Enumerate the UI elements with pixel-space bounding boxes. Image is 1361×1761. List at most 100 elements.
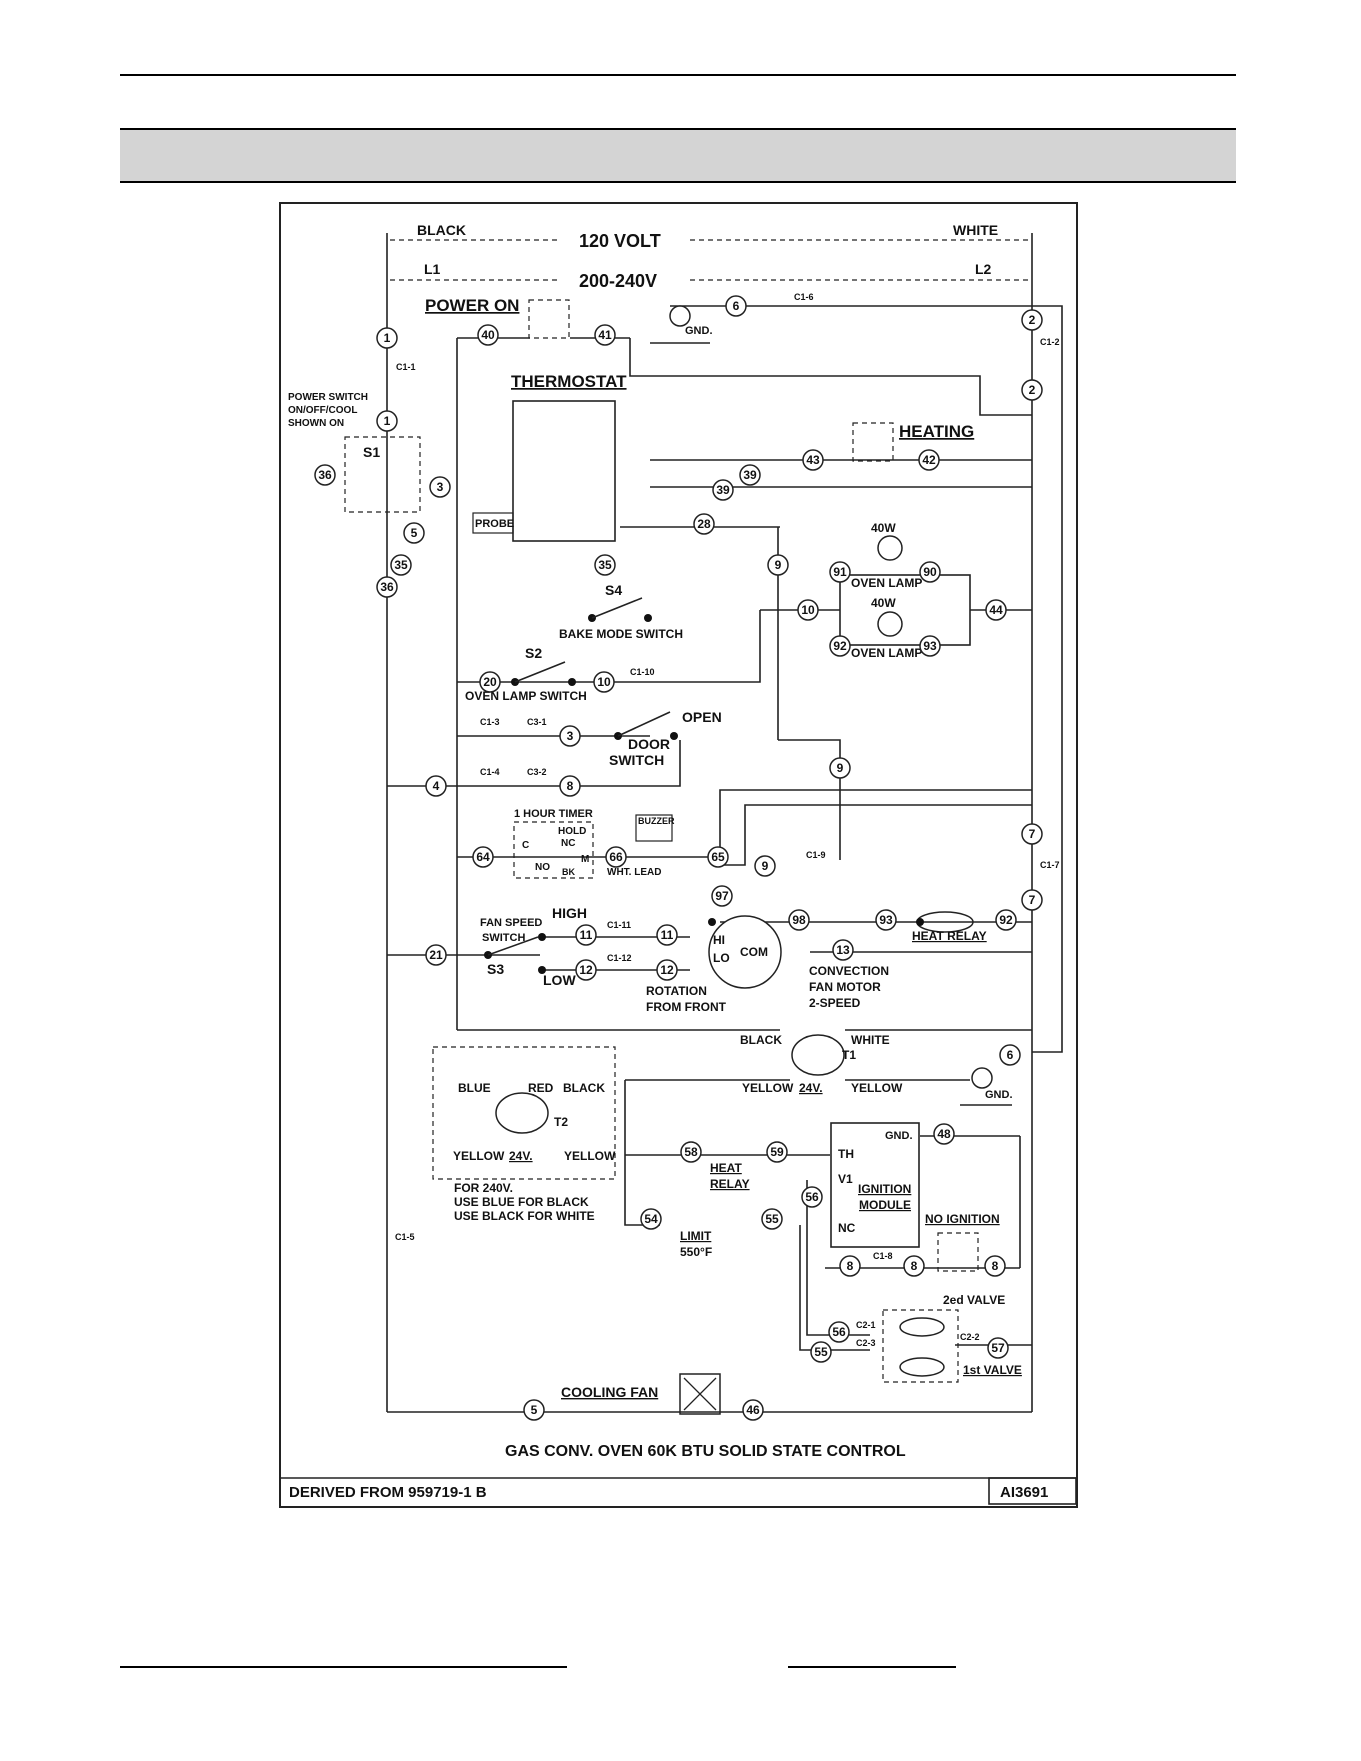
oven-lamp-switch-wire (457, 610, 761, 683)
svg-text:93: 93 (923, 639, 937, 653)
power-on-lamp-box (528, 299, 570, 339)
svg-text:12: 12 (579, 963, 593, 977)
svg-text:5: 5 (531, 1403, 538, 1417)
conn-c1-5: C1-5 (395, 1232, 415, 1242)
bubble-28: 28 (693, 513, 715, 535)
conn-c1-8: C1-8 (873, 1251, 893, 1261)
bubble-55b: 55 (810, 1341, 832, 1363)
drawing-id-box (988, 1477, 1077, 1505)
low-label: LOW (543, 972, 576, 988)
bubble-8b: 8 (839, 1255, 861, 1277)
svg-text:11: 11 (580, 928, 593, 942)
bubble-6a: 6 (725, 295, 747, 317)
svg-text:36: 36 (380, 580, 394, 594)
module-label: MODULE (859, 1198, 911, 1212)
conn-c1-7: C1-7 (1040, 860, 1060, 870)
svg-text:7: 7 (1029, 827, 1036, 841)
diagram-frame (279, 202, 1078, 1508)
relay-label: RELAY (710, 1177, 750, 1191)
conn-c1-11: C1-11 (607, 920, 631, 930)
svg-text:2: 2 (1029, 383, 1036, 397)
t2-24v-label: 24V. (509, 1149, 533, 1163)
t1-label: T1 (842, 1048, 856, 1062)
bubble-2b: 2 (1021, 379, 1043, 401)
transformer-t2-icon (495, 1092, 549, 1134)
thermostat-board (512, 400, 616, 542)
svg-text:39: 39 (743, 468, 757, 482)
bubble-12b: 12 (656, 959, 678, 981)
t1-black-label: BLACK (740, 1033, 782, 1047)
power-switch-text-1: POWER SWITCH (288, 392, 368, 403)
bubble-35b: 35 (594, 554, 616, 576)
ignition-nc: NC (838, 1221, 856, 1235)
oven-lamp-2-icon (877, 611, 903, 637)
conn-c2-3: C2-3 (856, 1338, 876, 1348)
thermostat-label: THERMOSTAT (511, 372, 627, 391)
bubble-10b: 10 (593, 671, 615, 693)
timer-wire (457, 789, 1032, 858)
conn-c1-10: C1-10 (630, 667, 655, 677)
transformer-t1-icon (791, 1034, 845, 1076)
svg-text:54: 54 (644, 1212, 658, 1226)
oven-lamp-1-icon (877, 535, 903, 561)
svg-text:56: 56 (832, 1325, 846, 1339)
t2-red-label: RED (528, 1081, 554, 1095)
bubble-10a: 10 (797, 599, 819, 621)
t1-yellow-left (624, 1080, 660, 1226)
buzzer-label: BUZZER (638, 816, 675, 826)
svg-text:91: 91 (833, 565, 847, 579)
supply-white: WHITE (953, 222, 998, 238)
cooling-fan-box (679, 1373, 721, 1415)
svg-text:48: 48 (937, 1127, 951, 1141)
bubble-1a: 1 (376, 327, 398, 349)
switch-contact-icons (484, 614, 924, 974)
bubble-7b: 7 (1021, 889, 1043, 911)
bubble-1b: 1 (376, 410, 398, 432)
bubble-9a: 9 (767, 554, 789, 576)
conn-c1-4: C1-4 (480, 767, 500, 777)
diagram-title: GAS CONV. OVEN 60K BTU SOLID STATE CONTR… (505, 1443, 906, 1460)
no-ignition-lamp-box (937, 1232, 979, 1272)
valve1-label: 1st VALVE (963, 1363, 1022, 1377)
gnd-label: GND. (685, 325, 713, 337)
svg-text:11: 11 (661, 928, 674, 942)
svg-text:4: 4 (433, 779, 440, 793)
timer-nc: NC (561, 838, 575, 849)
bubble-64: 64 (472, 846, 494, 868)
lamp-40w-a: 40W (871, 521, 896, 535)
bubble-54: 54 (640, 1208, 662, 1230)
bubble-56b: 56 (828, 1321, 850, 1343)
svg-text:36: 36 (318, 468, 332, 482)
high-label: HIGH (552, 905, 587, 921)
svg-text:7: 7 (1029, 893, 1036, 907)
t2-label: T2 (554, 1115, 568, 1129)
timer-m: M (581, 854, 589, 865)
ignition-gnd: GND. (885, 1130, 913, 1142)
probe-label: PROBE (475, 518, 514, 530)
svg-text:42: 42 (922, 453, 936, 467)
t2-box (432, 1046, 616, 1180)
svg-text:59: 59 (770, 1145, 784, 1159)
supply-l2: L2 (975, 261, 992, 277)
oven-lamp-label-2: OVEN LAMP (851, 646, 922, 660)
conn-c2-1: C2-1 (856, 1320, 876, 1330)
valve-box (882, 1309, 959, 1383)
heat-label: HEAT (710, 1161, 742, 1175)
t1-24v-label: 24V. (799, 1081, 823, 1095)
bubble-3b: 3 (559, 725, 581, 747)
svg-text:40: 40 (481, 328, 495, 342)
bubble-11b: 11 (656, 924, 678, 946)
svg-text:90: 90 (923, 565, 937, 579)
svg-text:58: 58 (684, 1145, 698, 1159)
bubble-12a: 12 (575, 959, 597, 981)
timer-label: 1 HOUR TIMER (514, 808, 593, 820)
bubble-39b: 39 (712, 479, 734, 501)
buzzer-box (635, 814, 673, 842)
bubble-90: 90 (919, 561, 941, 583)
svg-text:3: 3 (437, 480, 444, 494)
switch-label: SWITCH (609, 752, 664, 768)
bubble-66: 66 (605, 846, 627, 868)
power-switch-box (344, 436, 421, 513)
power-switch-text-3: SHOWN ON (288, 418, 344, 429)
conn-c1-2: C1-2 (1040, 337, 1060, 347)
